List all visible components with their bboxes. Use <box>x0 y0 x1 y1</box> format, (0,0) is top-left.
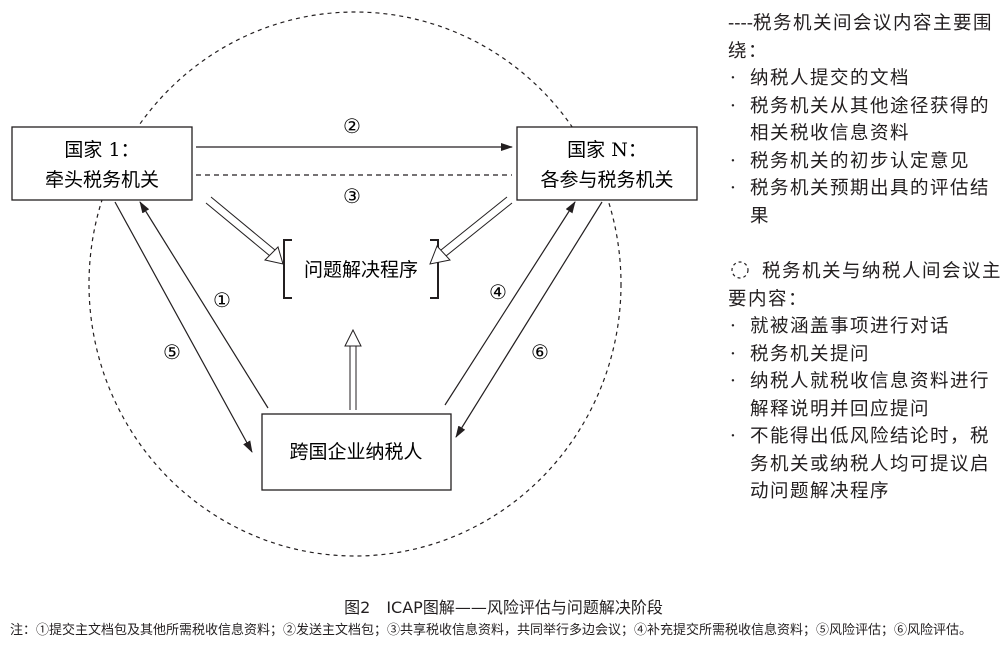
dashed-circle-icon <box>731 261 749 279</box>
dispute-bracket-left <box>283 239 292 299</box>
arrow-6-label: ⑥ <box>531 340 549 364</box>
legend-item: 税务机关预期出具的评估结果 <box>728 175 1003 230</box>
dashed-line-icon: ---- <box>728 13 754 34</box>
arrow-6 <box>455 201 603 438</box>
countryN-line1: 国家 N： <box>567 139 647 161</box>
legend-item: 税务机关的初步认定意见 <box>728 148 1003 176</box>
hollow-arrow-up <box>344 328 362 410</box>
hollow-arrow-right <box>429 196 513 265</box>
legend-item: 不能得出低风险结论时，税务机关或纳税人均可提议启动问题解决程序 <box>728 423 1003 506</box>
country1-line1: 国家 1： <box>64 139 139 161</box>
dashed-line-legend-title: ----税务机关间会议内容主要围绕： <box>728 13 994 62</box>
legend-item: 就被涵盖事项进行对话 <box>728 313 1003 341</box>
hollow-arrow-left <box>205 196 284 265</box>
arrow-5-label: ⑤ <box>163 340 181 364</box>
taxpayer-label: 跨国企业纳税人 <box>289 441 422 463</box>
figure-caption: 图2 ICAP图解——风险评估与问题解决阶段 <box>344 598 663 617</box>
dispute-bracket-right <box>430 239 439 299</box>
legend-item: 纳税人提交的文档 <box>728 65 1003 93</box>
legend-item: 纳税人就税收信息资料进行解释说明并回应提问 <box>728 368 1003 423</box>
countryN-box <box>516 126 698 201</box>
arrow-4 <box>444 201 576 406</box>
taxpayer-box <box>261 413 452 491</box>
arrow-3-label: ③ <box>343 184 361 208</box>
arrow-1-label: ① <box>213 288 231 312</box>
legend: ----税务机关间会议内容主要围绕： 纳税人提交的文档 税务机关从其他途径获得的… <box>728 10 1003 506</box>
arrow-5 <box>114 201 253 453</box>
dispute-resolution-label: 问题解决程序 <box>304 259 418 281</box>
figure-note: 注：①提交主文档包及其他所需税收信息资料；②发送主文档包；③共享税收信息资料，共… <box>10 623 973 638</box>
circle-legend-title: 税务机关与纳税人间会议主要内容： <box>728 261 1003 310</box>
country1-box <box>11 126 193 201</box>
taxpayer-meeting-circle <box>88 11 622 557</box>
legend-item: 税务机关提问 <box>728 341 1003 369</box>
country1-line2: 牵头税务机关 <box>45 169 159 191</box>
legend-item: 税务机关从其他途径获得的相关税收信息资料 <box>728 93 1003 148</box>
arrow-4-label: ④ <box>489 280 507 304</box>
arrow-1 <box>139 201 269 409</box>
icap-diagram: 国家 1： 牵头税务机关 国家 N： 各参与税务机关 跨国企业纳税人 问题解决程… <box>11 11 698 557</box>
countryN-line2: 各参与税务机关 <box>540 169 673 191</box>
arrow-2-label: ② <box>343 114 361 138</box>
